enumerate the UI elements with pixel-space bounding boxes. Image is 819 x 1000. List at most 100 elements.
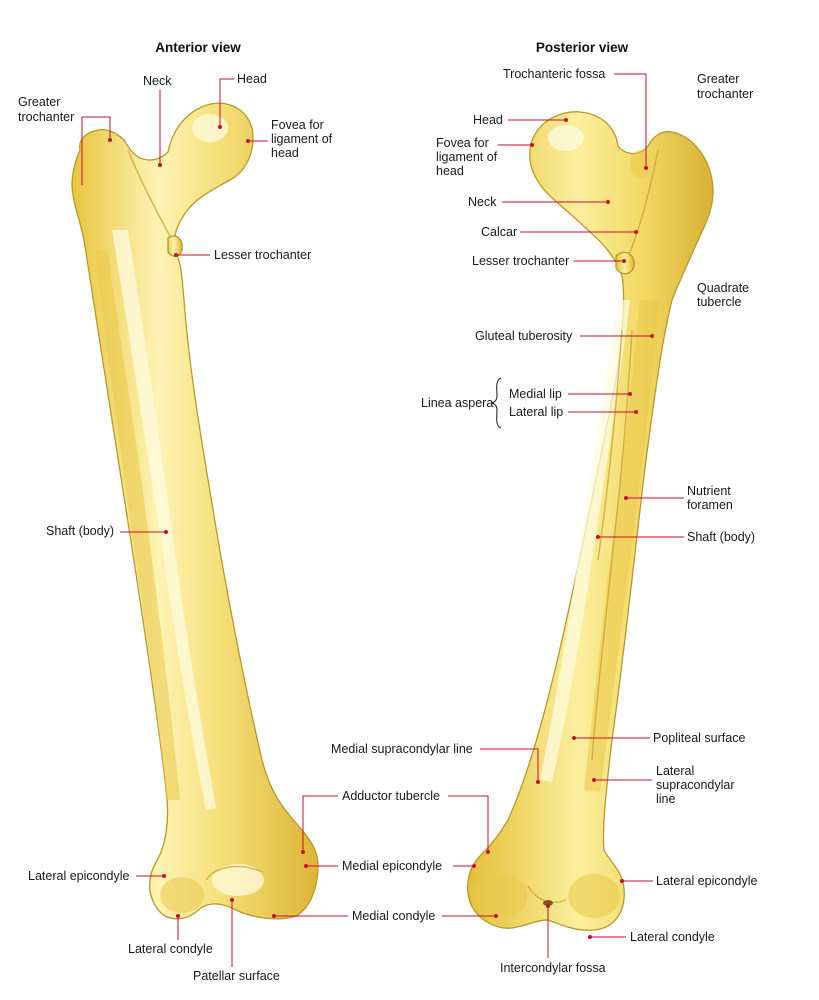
- label-anterior-lateral-epicondyle: Lateral epicondyle: [28, 869, 130, 883]
- label-posterior-lateral-lip: Lateral lip: [509, 405, 563, 419]
- label-anterior-lateral-condyle: Lateral condyle: [128, 942, 213, 956]
- posterior-lateral-condyle-shade: [568, 874, 620, 918]
- label-posterior-neck: Neck: [468, 195, 497, 209]
- label-anterior-medial-condyle: Medial condyle: [352, 909, 435, 923]
- posterior-medial-lip: [597, 329, 623, 561]
- label-posterior-quadrate-1: Quadrate: [697, 281, 749, 295]
- label-posterior-fovea-3: head: [436, 164, 464, 178]
- posterior-intercondylar-fossa: [527, 885, 567, 904]
- posterior-medial-condyle-shade: [472, 874, 528, 918]
- label-anterior-fovea-1: Fovea for: [271, 118, 324, 132]
- dot-posterior-gluteal-tuberosity: [650, 334, 654, 338]
- dot-anterior-neck: [158, 163, 162, 167]
- posterior-intertrochanteric-crest: [625, 149, 659, 263]
- dot-posterior-medial-condyle: [494, 914, 498, 918]
- dot-posterior-neck: [606, 200, 610, 204]
- dot-posterior-medial-lip: [628, 392, 632, 396]
- posterior-linea-aspera: [591, 329, 633, 761]
- label-posterior-popliteal-surface: Popliteal surface: [653, 731, 745, 745]
- dot-posterior-lesser-trochanter: [622, 259, 626, 263]
- leader-anterior-greater-trochanter: [82, 116, 111, 140]
- anterior-intertrochanteric-line: [127, 149, 173, 241]
- dot-anterior-adductor-tubercle: [301, 850, 305, 854]
- label-posterior-greater-trochanter-1: Greater: [697, 72, 739, 86]
- dot-anterior-shaft: [164, 530, 168, 534]
- dot-anterior-lateral-condyle: [176, 914, 180, 918]
- label-posterior-lateral-supracondylar-3: line: [656, 792, 676, 806]
- label-anterior-adductor-tubercle: Adductor tubercle: [342, 789, 440, 803]
- label-posterior-fovea-1: Fovea for: [436, 136, 489, 150]
- label-posterior-trochanteric-fossa: Trochanteric fossa: [503, 67, 605, 81]
- label-anterior-lesser-trochanter: Lesser trochanter: [214, 248, 311, 262]
- anterior-shaft-highlight: [112, 230, 216, 810]
- anterior-patellar-groove: [205, 865, 263, 881]
- anterior-lateral-condyle-shade: [160, 877, 204, 913]
- dot-posterior-head: [564, 118, 568, 122]
- dot-posterior-shaft: [596, 535, 600, 539]
- anterior-shaft-shade: [95, 250, 180, 800]
- dot-posterior-lateral-epicondyle: [620, 879, 624, 883]
- posterior-lesser-trochanter: [615, 251, 635, 275]
- label-posterior-lateral-epicondyle: Lateral epicondyle: [656, 874, 758, 888]
- label-posterior-lateral-condyle: Lateral condyle: [630, 930, 715, 944]
- label-posterior-head: Head: [473, 113, 503, 127]
- label-posterior-nutrient-1: Nutrient: [687, 484, 731, 498]
- dot-anterior-head: [218, 125, 222, 129]
- label-anterior-greater-trochanter-2: trochanter: [18, 110, 74, 124]
- leader-posterior-medial-supracondylar-line: [480, 748, 539, 782]
- dot-posterior-fovea: [530, 143, 534, 147]
- dot-anterior-medial-epicondyle: [304, 864, 308, 868]
- anterior-patellar-highlight: [212, 864, 264, 896]
- dot-anterior-medial-condyle: [272, 914, 276, 918]
- dot-posterior-adductor-tubercle: [486, 850, 490, 854]
- dot-anterior-greater-trochanter: [108, 138, 112, 142]
- anterior-lesser-trochanter: [167, 235, 183, 257]
- label-posterior-lateral-supracondylar-1: Lateral: [656, 764, 694, 778]
- dot-posterior-popliteal-surface: [572, 736, 576, 740]
- leader-anterior-adductor-tubercle: [302, 795, 338, 852]
- anterior-femur-shape: [71, 102, 319, 920]
- leader-anterior-head: [219, 78, 234, 127]
- leader-posterior-adductor-tubercle: [448, 795, 489, 852]
- label-posterior-quadrate-2: tubercle: [697, 295, 742, 309]
- leader-posterior-trochanteric-fossa: [614, 73, 647, 168]
- dot-posterior-intercondylar-fossa: [546, 904, 550, 908]
- label-posterior-nutrient-2: foramen: [687, 498, 733, 512]
- dot-posterior-medial-supracondylar-line: [536, 780, 540, 784]
- label-anterior-neck: Neck: [143, 74, 172, 88]
- label-posterior-calcar: Calcar: [481, 225, 517, 239]
- label-posterior-lesser-trochanter: Lesser trochanter: [472, 254, 569, 268]
- brace-linea-aspera: [490, 377, 502, 429]
- posterior-shaft-highlight: [540, 300, 630, 782]
- label-anterior-patellar-surface: Patellar surface: [193, 969, 280, 983]
- label-anterior-greater-trochanter-1: Greater: [18, 95, 60, 109]
- dot-posterior-nutrient: [624, 496, 628, 500]
- dot-posterior-trochanteric-fossa: [644, 166, 648, 170]
- dot-anterior-lesser-trochanter: [174, 253, 178, 257]
- dot-posterior-lateral-supracondylar: [592, 778, 596, 782]
- label-posterior-shaft: Shaft (body): [687, 530, 755, 544]
- posterior-head-highlight: [548, 125, 584, 151]
- dot-posterior-medial-epicondyle: [472, 864, 476, 868]
- label-anterior-shaft: Shaft (body): [46, 524, 114, 538]
- dot-posterior-lateral-condyle: [588, 935, 592, 939]
- label-posterior-greater-trochanter-2: trochanter: [697, 87, 753, 101]
- label-posterior-fovea-2: ligament of: [436, 150, 498, 164]
- dot-anterior-patellar-surface: [230, 898, 234, 902]
- label-anterior-medial-epicondyle: Medial epicondyle: [342, 859, 442, 873]
- posterior-intercondylar-notch: [543, 900, 553, 906]
- label-anterior-head: Head: [237, 72, 267, 86]
- label-anterior-fovea-3: head: [271, 146, 299, 160]
- anterior-view-title: Anterior view: [155, 40, 241, 55]
- posterior-femur: [466, 111, 714, 931]
- label-posterior-linea-aspera: Linea aspera: [421, 396, 493, 410]
- label-posterior-medial-supracondylar-line: Medial supracondylar line: [331, 742, 473, 756]
- label-anterior-fovea-2: ligament of: [271, 132, 333, 146]
- dot-posterior-calcar: [634, 230, 638, 234]
- label-posterior-lateral-supracondylar-2: supracondylar: [656, 778, 735, 792]
- anterior-femur: [71, 102, 319, 920]
- dot-anterior-fovea: [246, 139, 250, 143]
- label-posterior-intercondylar-fossa: Intercondylar fossa: [500, 961, 606, 975]
- label-posterior-medial-lip: Medial lip: [509, 387, 562, 401]
